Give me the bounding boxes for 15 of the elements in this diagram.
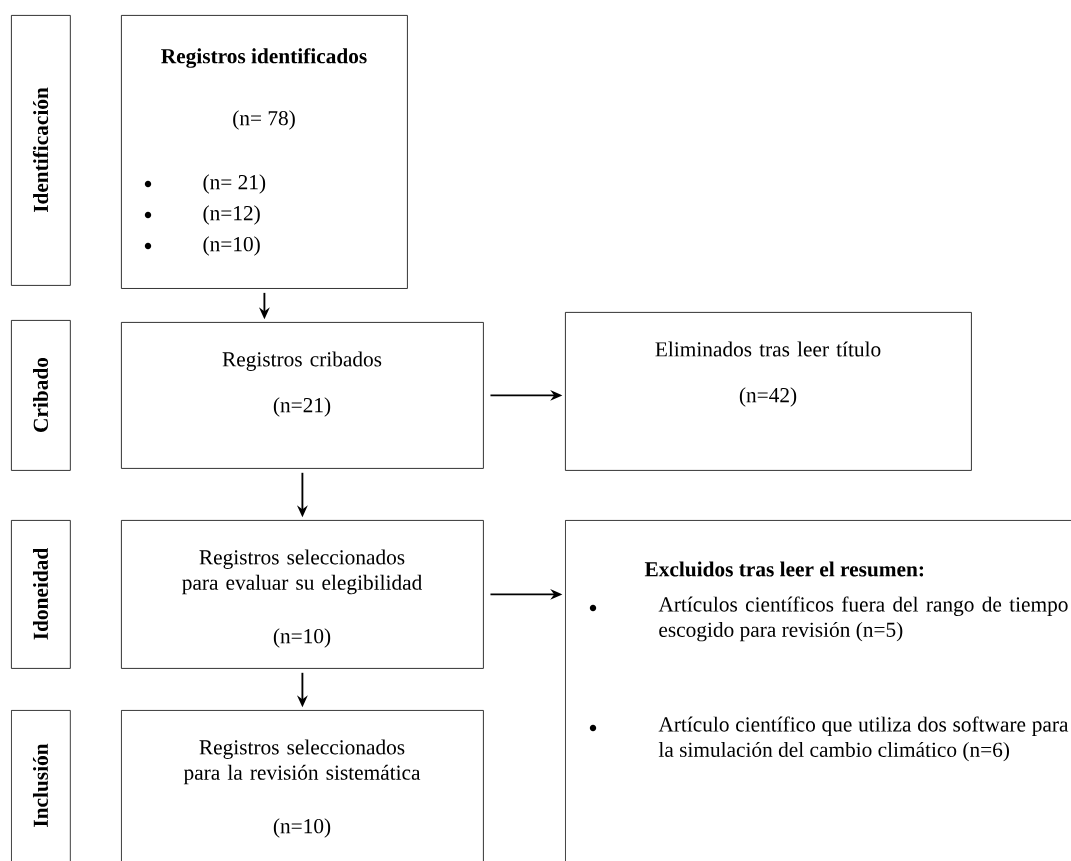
list-item: (n= 21) xyxy=(203,174,266,194)
list-item: (n=10) xyxy=(203,236,260,256)
process-box: Eliminados tras leer título (n=42) xyxy=(565,312,972,471)
bullet-item: Artículo científico que utiliza dos software para la simulación del cambio climático (n=6) xyxy=(658,716,1069,762)
bullet-item: Artículos científicos fuera del rango de tiempo escogido para revisión (n=5) xyxy=(658,596,1068,642)
stage-box: Inclusión xyxy=(11,710,71,861)
list-item: (n=12) xyxy=(203,205,260,225)
stage-box: Idoneidad xyxy=(11,520,71,669)
stage-box: Cribado xyxy=(11,320,71,471)
process-box: Registros seleccionados para evaluar su elegibilidad (n=10) xyxy=(121,520,484,669)
process-box: Registros identificados (n= 78) (n= 21) (n=12) (n=10) xyxy=(121,15,408,289)
exclusion-box: Excluidos tras leer el resumen: Artículos científicos fuera del rango de tiempo escogido para revisión (n=5) Artículo científico que utiliza dos software para la simulación del cambio climático (n=6) xyxy=(565,520,1071,861)
stage-box: Identificación xyxy=(11,15,71,286)
process-box: Registros seleccionados para la revisión sistemática (n=10) xyxy=(121,710,484,861)
process-box: Registros cribados (n=21) xyxy=(121,322,484,469)
